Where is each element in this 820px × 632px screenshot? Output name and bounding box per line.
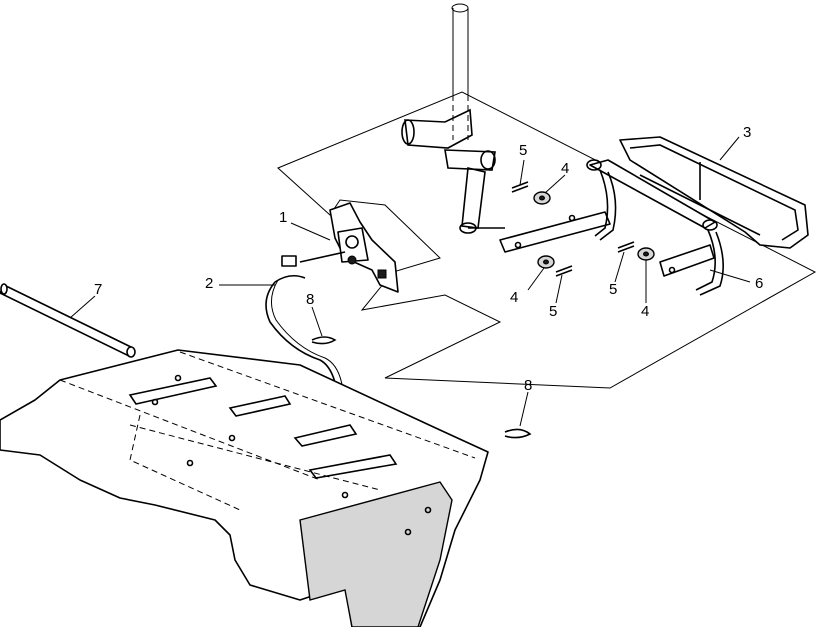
callout-7: 7 (94, 281, 102, 298)
callout-8: 8 (306, 291, 314, 308)
callout-5: 5 (519, 142, 527, 159)
callout-labels: 1 2 3 4 4 4 5 5 5 6 7 8 8 (94, 124, 763, 394)
callout-4: 4 (561, 160, 569, 177)
callout-8: 8 (524, 377, 532, 394)
throttle-control-assembly (281, 202, 399, 293)
throttle-cable (265, 274, 347, 433)
bracket-plate (499, 211, 715, 277)
callout-5: 5 (609, 281, 617, 298)
steering-column (401, 3, 505, 234)
callout-6: 6 (755, 275, 763, 292)
clips (311, 336, 532, 439)
fender-panel (0, 349, 489, 628)
bumper-frame (586, 136, 809, 296)
leader-lines (69, 136, 751, 427)
reference-plane-upper (277, 91, 817, 389)
callout-2: 2 (205, 275, 213, 292)
callout-4: 4 (641, 303, 649, 320)
callout-5: 5 (549, 303, 557, 320)
hardware-washers (533, 191, 655, 269)
callout-4: 4 (510, 289, 518, 306)
callout-3: 3 (743, 124, 751, 141)
rod (0, 283, 136, 358)
callout-1: 1 (279, 209, 287, 226)
